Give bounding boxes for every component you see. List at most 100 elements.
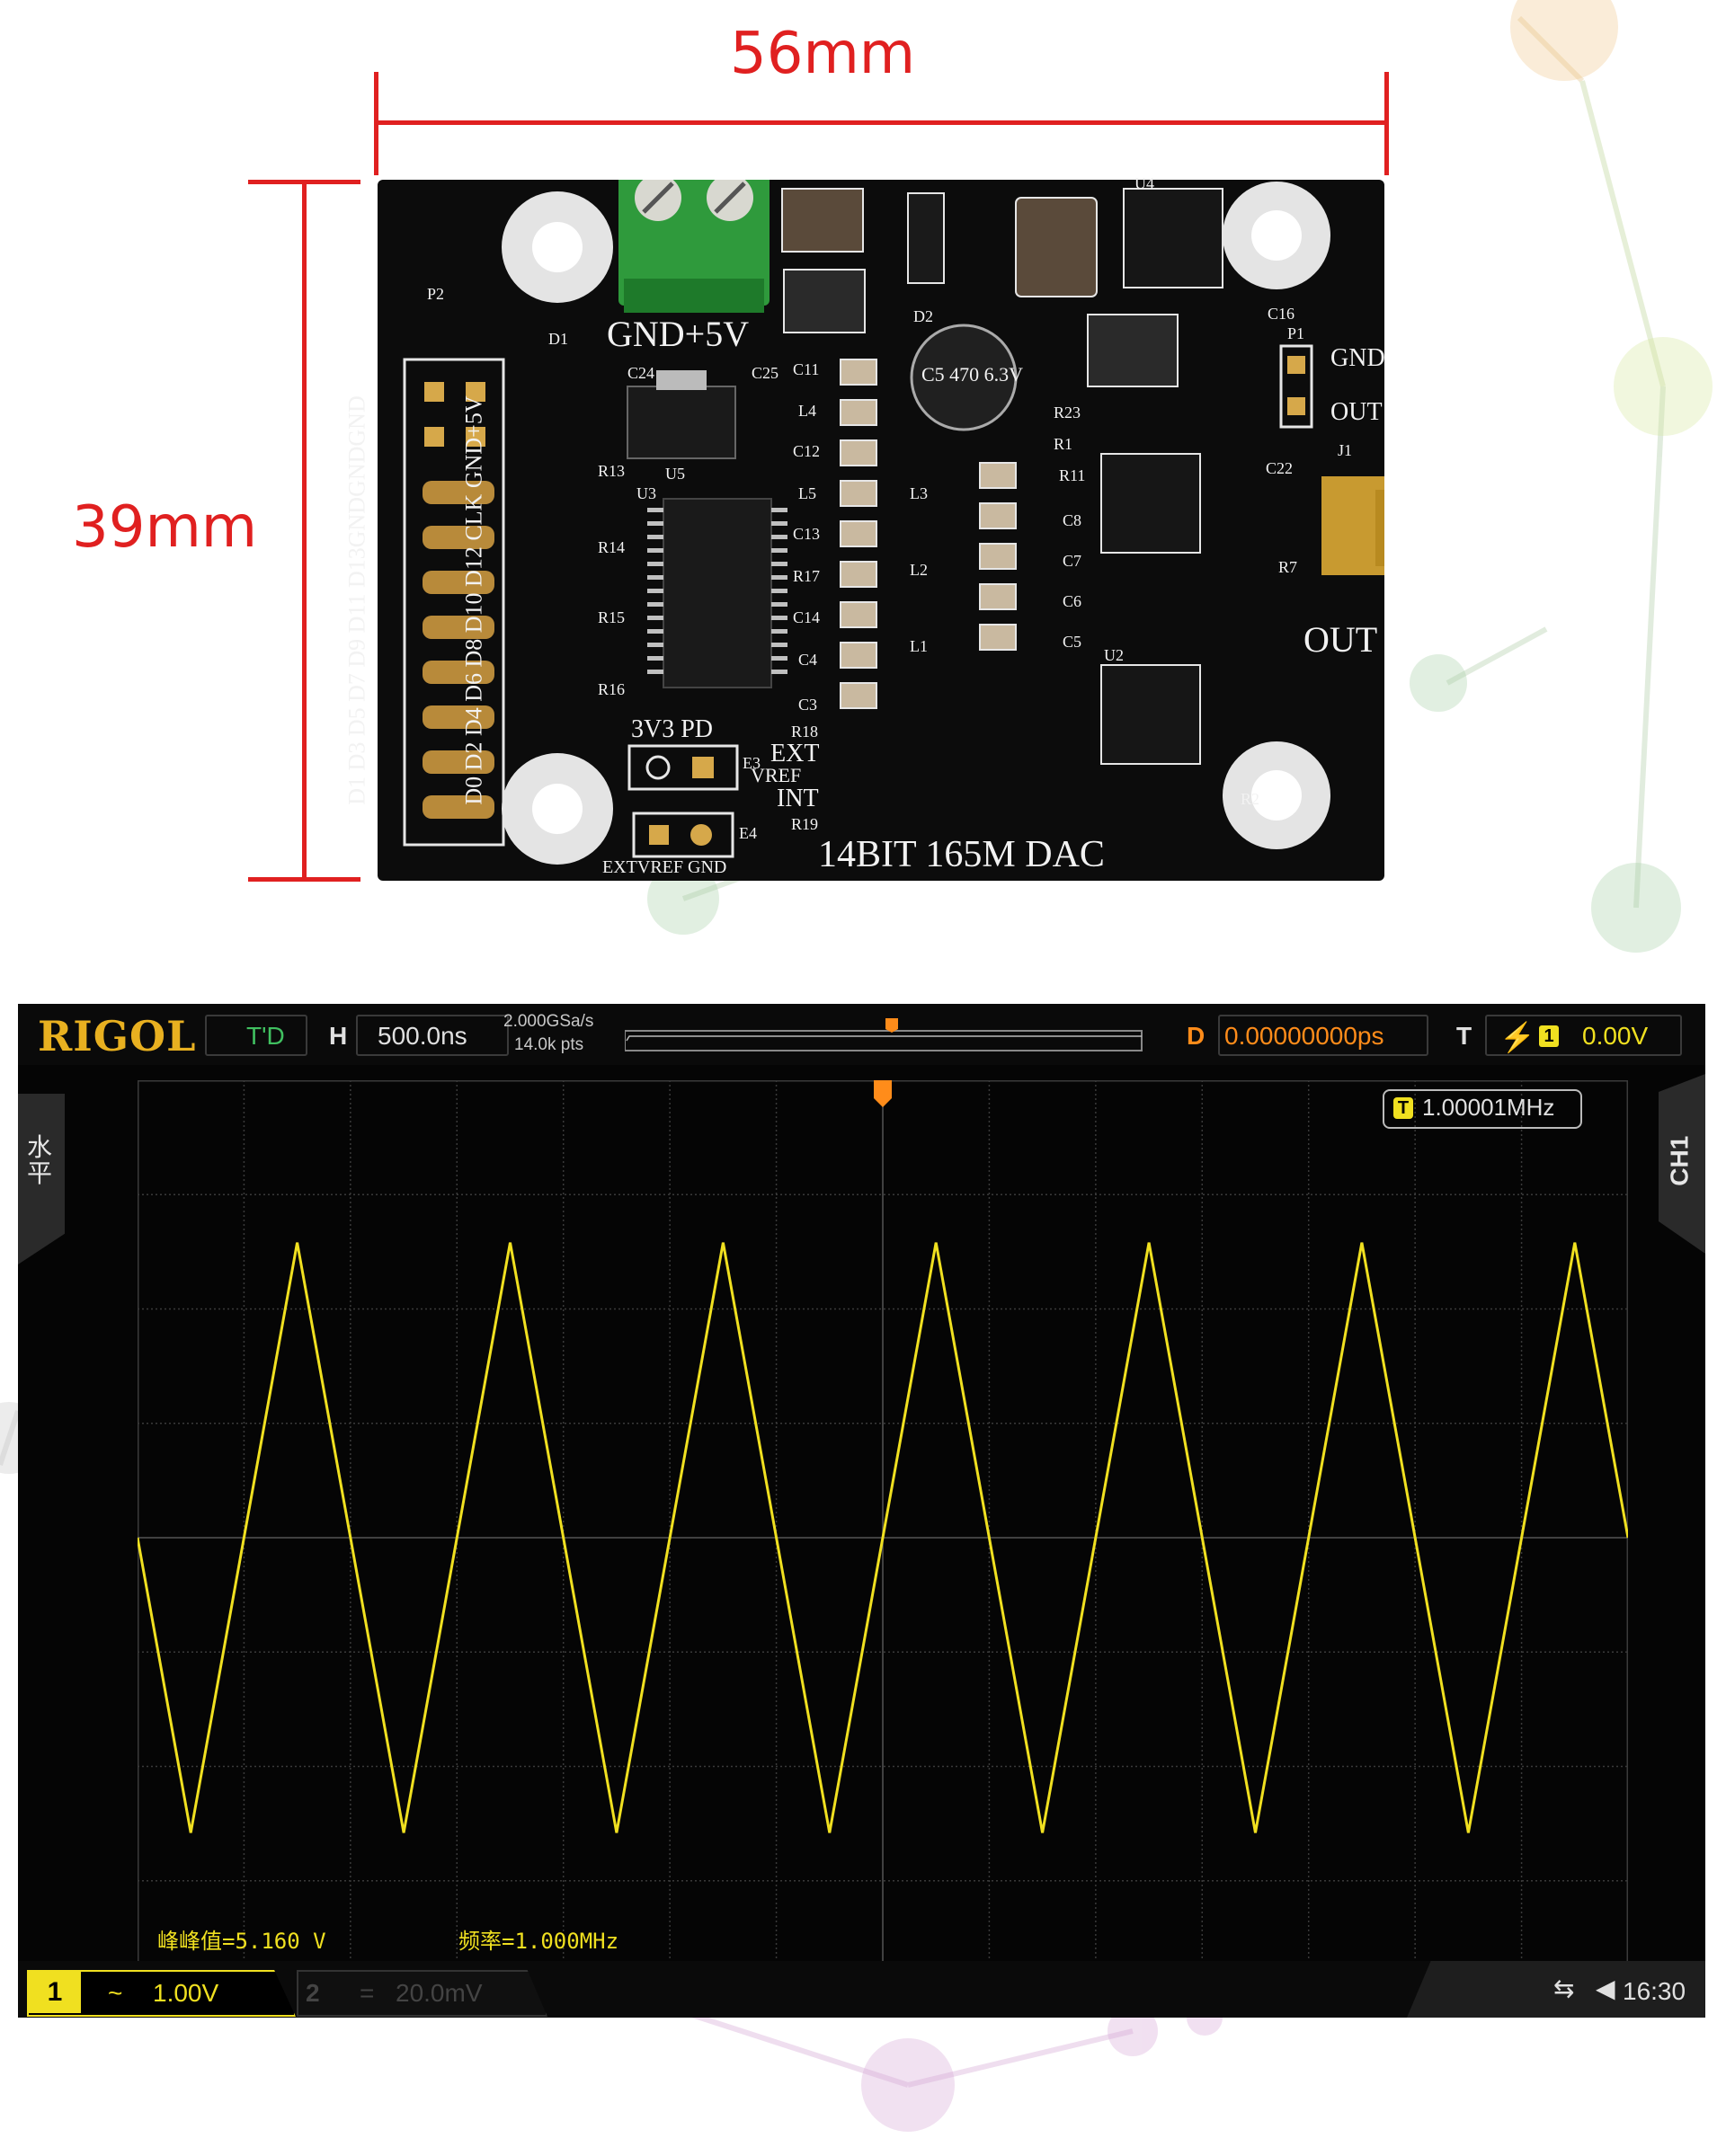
measurement-vpp: 峰峰值=5.160 V bbox=[157, 1929, 326, 1954]
ref-c4: C4 bbox=[798, 651, 818, 669]
ref-d2: D2 bbox=[913, 307, 933, 325]
ref-u2: U2 bbox=[1104, 646, 1124, 664]
waveform-chart bbox=[136, 1078, 1630, 1997]
int-label: INT bbox=[777, 785, 819, 812]
ref-c6: C6 bbox=[1063, 592, 1082, 610]
ref-r2: R2 bbox=[1241, 790, 1260, 808]
ref-l5: L5 bbox=[798, 484, 816, 502]
ref-c7: C7 bbox=[1063, 552, 1082, 570]
ref-e3: E3 bbox=[743, 754, 761, 772]
jumper-3v3-pd-label: 3V3 PD bbox=[631, 715, 714, 743]
ref-c14: C14 bbox=[793, 608, 821, 626]
ref-u5: U5 bbox=[665, 465, 685, 483]
header-label-left-top: D1 D3 D5 D7 D9 D11 D13GNDGNDGND bbox=[343, 395, 370, 805]
ref-l1: L1 bbox=[910, 637, 928, 655]
height-dimension-label: 39mm bbox=[72, 494, 258, 561]
p1-pin-gnd: GND bbox=[1330, 344, 1385, 372]
ref-c11: C11 bbox=[793, 360, 820, 378]
mode-text: T'D bbox=[246, 1022, 285, 1050]
clock-time: 16:30 bbox=[1623, 1977, 1686, 2005]
board-title: 14BIT 165M DAC bbox=[818, 834, 1105, 875]
ref-r18: R18 bbox=[791, 723, 819, 741]
trigger-level: 0.00V bbox=[1582, 1022, 1649, 1050]
delay-value: 0.00000000ps bbox=[1224, 1022, 1384, 1050]
width-dimension-tick-right bbox=[1384, 72, 1389, 175]
ref-r15: R15 bbox=[598, 608, 626, 626]
channel1-scale: 1.00V bbox=[153, 1979, 219, 2007]
height-dimension-tick-top bbox=[248, 180, 360, 184]
ref-r23: R23 bbox=[1054, 404, 1081, 421]
output-label: OUT bbox=[1303, 619, 1378, 660]
ref-r13: R13 bbox=[598, 462, 626, 480]
trigger-channel-badge: 1 bbox=[1539, 1025, 1559, 1047]
ref-l4: L4 bbox=[798, 402, 816, 420]
width-dimension-line bbox=[376, 120, 1388, 125]
scope-top-bar: RIGOL T'D H 500.0ns 2.000GSa/s 14.0k pts… bbox=[18, 1004, 1705, 1065]
ref-c8: C8 bbox=[1063, 511, 1082, 529]
ref-j1: J1 bbox=[1338, 441, 1353, 459]
width-dimension-label: 56mm bbox=[730, 21, 916, 87]
trigger-position-marker bbox=[874, 1080, 892, 1107]
waveform-display[interactable] bbox=[136, 1078, 1630, 1997]
horizontal-menu-label: 水平 bbox=[27, 1133, 53, 1188]
ref-u3: U3 bbox=[636, 484, 656, 502]
oscilloscope-screen: RIGOL T'D H 500.0ns 2.000GSa/s 14.0k pts… bbox=[18, 1004, 1705, 2018]
ref-r11: R11 bbox=[1059, 466, 1086, 484]
channel2-badge[interactable] bbox=[297, 1970, 547, 2017]
speaker-icon: ◀ bbox=[1596, 1974, 1615, 2002]
ref-c24: C24 bbox=[627, 364, 655, 382]
board-artwork bbox=[403, 180, 1384, 865]
timebase-value: 500.0ns bbox=[378, 1022, 467, 1050]
vref-label: VREF bbox=[751, 764, 802, 786]
frequency-counter bbox=[1383, 1089, 1582, 1129]
ref-r17: R17 bbox=[793, 567, 821, 585]
height-dimension-line bbox=[302, 182, 307, 881]
ref-e4: E4 bbox=[739, 824, 757, 842]
brand-logo: RIGOL bbox=[38, 1012, 197, 1060]
ref-c5: C5 bbox=[1063, 633, 1082, 651]
channel1-coupling: ~ bbox=[108, 1979, 123, 2007]
ref-r14: R14 bbox=[598, 538, 626, 556]
ref-c22: C22 bbox=[1266, 459, 1294, 477]
horizontal-menu-tab[interactable] bbox=[18, 1094, 65, 1264]
timebase-box[interactable] bbox=[356, 1015, 509, 1056]
ref-l2: L2 bbox=[910, 561, 928, 579]
horizontal-label: H bbox=[329, 1022, 348, 1050]
memory-depth: 14.0k pts bbox=[514, 1035, 584, 1054]
ref-p2: P2 bbox=[427, 285, 445, 303]
trigger-label: T bbox=[1456, 1022, 1472, 1050]
p1-pin-out: OUT bbox=[1330, 398, 1383, 426]
ref-c3: C3 bbox=[798, 696, 818, 714]
delay-label: D bbox=[1187, 1022, 1206, 1050]
measurement-frequency: 频率=1.000MHz bbox=[458, 1929, 619, 1954]
dac-module-board: GND+5V 14BIT 165M DAC OUT 3V3 PD EXTVREF… bbox=[344, 175, 1385, 881]
ref-p1: P1 bbox=[1287, 324, 1305, 342]
ref-r16: R16 bbox=[598, 680, 626, 698]
ref-d1: D1 bbox=[548, 330, 568, 348]
ref-c12: C12 bbox=[793, 442, 821, 460]
channel2-coupling: = bbox=[360, 1979, 375, 2007]
frequency-counter-badge: T bbox=[1393, 1097, 1413, 1119]
delay-box[interactable] bbox=[1218, 1015, 1428, 1056]
ref-c25: C25 bbox=[752, 364, 779, 382]
ref-r7: R7 bbox=[1278, 558, 1298, 576]
status-area bbox=[1407, 1961, 1705, 2018]
width-dimension-tick-left bbox=[374, 72, 378, 175]
trigger-box[interactable] bbox=[1485, 1015, 1682, 1056]
channel1-number: 1 bbox=[29, 1972, 81, 2013]
header-label-left-bottom: D0 D2 D4 D6 D8 D10 D12 CLK GND+5V bbox=[460, 395, 487, 805]
ref-r1: R1 bbox=[1054, 435, 1073, 453]
ref-u4: U4 bbox=[1134, 174, 1154, 192]
scope-bottom-bar: 1 ~ 1.00V 2 = 20.0mV ⇆ ◀ 16:30 bbox=[18, 1961, 1705, 2018]
ext-label: EXT bbox=[770, 740, 820, 767]
ref-r19: R19 bbox=[791, 815, 819, 833]
channel1-menu-tab[interactable] bbox=[1659, 1074, 1705, 1254]
sample-rate: 2.000GSa/s bbox=[503, 1012, 594, 1031]
ref-c13: C13 bbox=[793, 525, 821, 543]
channel1-menu-label: CH1 bbox=[1665, 1135, 1694, 1186]
height-dimension-tick-bottom bbox=[248, 877, 360, 882]
frequency-counter-value: 1.00001MHz bbox=[1422, 1094, 1555, 1121]
jumper-ext-vref-label: EXTVREF GND bbox=[602, 857, 727, 877]
channel2-number: 2 bbox=[306, 1979, 320, 2007]
mode-box[interactable] bbox=[205, 1015, 307, 1056]
